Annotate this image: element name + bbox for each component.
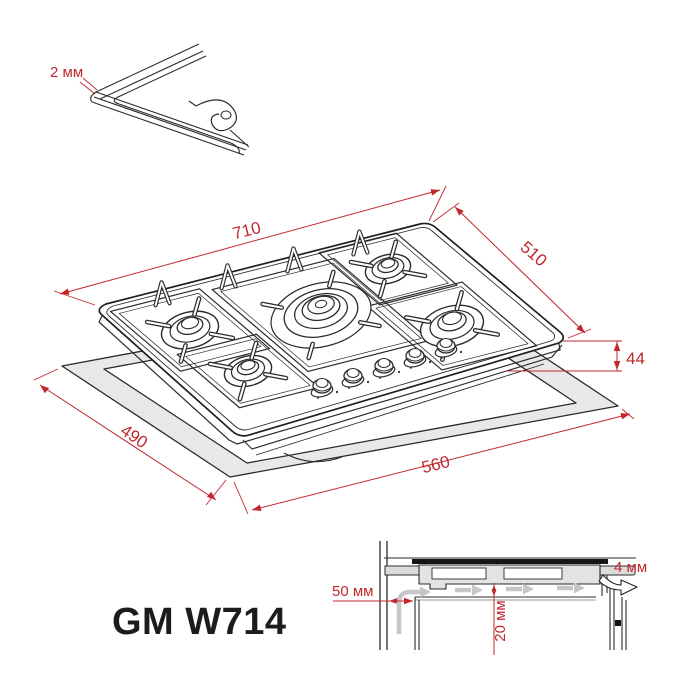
dim-label-hob-height: 44: [626, 349, 645, 368]
edge-profile-drawing: [90, 43, 250, 156]
dim-label-cutout-depth: 490: [117, 421, 151, 453]
pan-support-grates: [109, 232, 538, 409]
model-name: GM W714: [112, 601, 287, 643]
dim-label-side-clearance: 50 мм: [332, 583, 373, 600]
hob-section: [384, 557, 636, 596]
dim-label-bottom-clearance: 20 мм: [492, 600, 509, 641]
knob: [434, 338, 463, 359]
knob: [372, 358, 401, 379]
cabinet-structure: [379, 541, 627, 650]
dim-label-edge-thickness: 2 мм: [50, 64, 83, 81]
dim-label-rear-gap: 4 мм: [614, 559, 647, 576]
edge-detail: 2 мм: [50, 43, 250, 156]
grate-feet: [153, 229, 370, 308]
dim-label-cutout-width: 560: [420, 452, 452, 477]
knob: [403, 348, 432, 369]
gas-burners: [144, 239, 501, 402]
knob: [310, 378, 339, 399]
mounting-clamp-icon: [188, 99, 250, 148]
vent-out-arrow-icon: [598, 574, 638, 596]
isometric-hob: [98, 222, 565, 445]
dim-label-hob-depth: 510: [517, 237, 551, 270]
control-knobs: [310, 338, 463, 399]
airflow-arrows: [396, 582, 585, 634]
dimension-arrowheads: [40, 189, 630, 605]
knob: [341, 368, 370, 389]
section-dimensions: 50 мм 20 мм 4 мм: [332, 559, 647, 655]
installation-section: 50 мм 20 мм 4 мм: [332, 541, 647, 655]
